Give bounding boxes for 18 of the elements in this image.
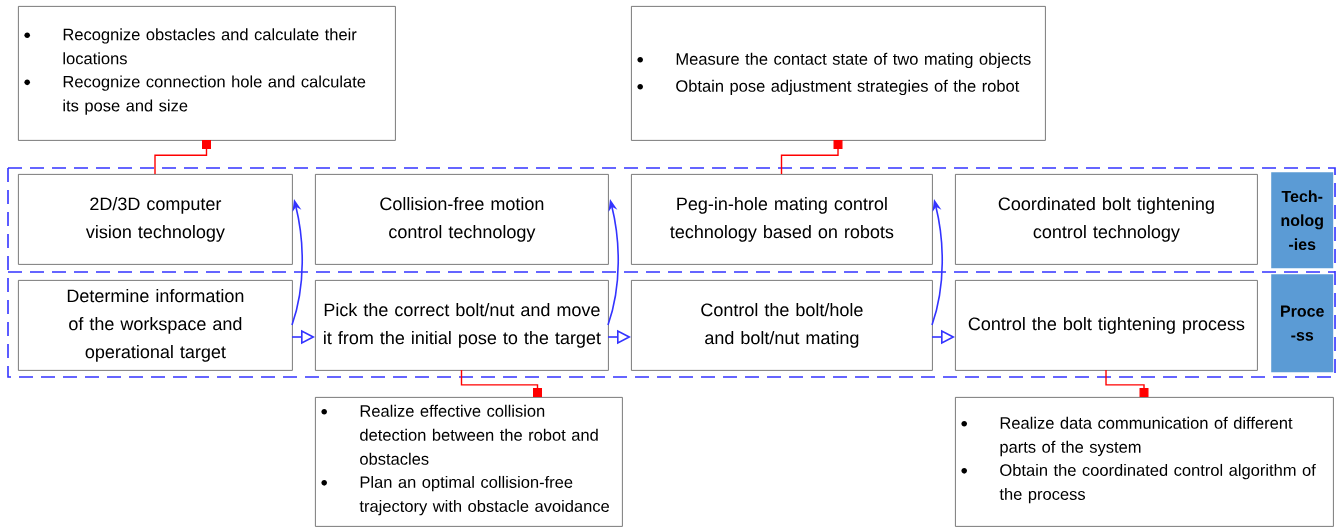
process-box: Determine information of the workspace and operational target: [18, 280, 293, 371]
callout-box: Realize data communication of different parts of the system Obtain the coordinated control algorithm of the process: [955, 397, 1334, 527]
callout-box: Recognize obstacles and calculate their locations Recognize connection hole and calculate its pose and size: [18, 6, 396, 141]
callout-box: Realize effective collision detection between the robot and obstacles Plan an optimal collision-free trajectory with obstacle avoidance: [315, 397, 623, 527]
leader-line: [154, 140, 211, 175]
process-box: Control the bolt/hole and bolt/nut mating: [631, 280, 933, 371]
leader-line: [780, 140, 843, 175]
process-box: Control the bolt tightening process: [955, 280, 1258, 371]
leader-line: [460, 369, 542, 397]
process-box: Pick the correct bolt/nut and move it from the initial pose to the target: [315, 280, 609, 371]
leader-line: [1105, 369, 1149, 397]
row-label-tab: Tech- nolog -ies: [1271, 172, 1334, 269]
row-label-tab: Proce -ss: [1271, 274, 1334, 373]
process-box: Collision-free motion control technology: [315, 174, 609, 265]
process-box: 2D/3D computer vision technology: [18, 174, 293, 265]
callout-box: Measure the contact state of two mating objects Obtain pose adjustment strategies of the robot: [631, 6, 1046, 141]
process-box: Coordinated bolt tightening control technology: [955, 174, 1258, 265]
process-box: Peg-in-hole mating control technology based on robots: [631, 174, 933, 265]
